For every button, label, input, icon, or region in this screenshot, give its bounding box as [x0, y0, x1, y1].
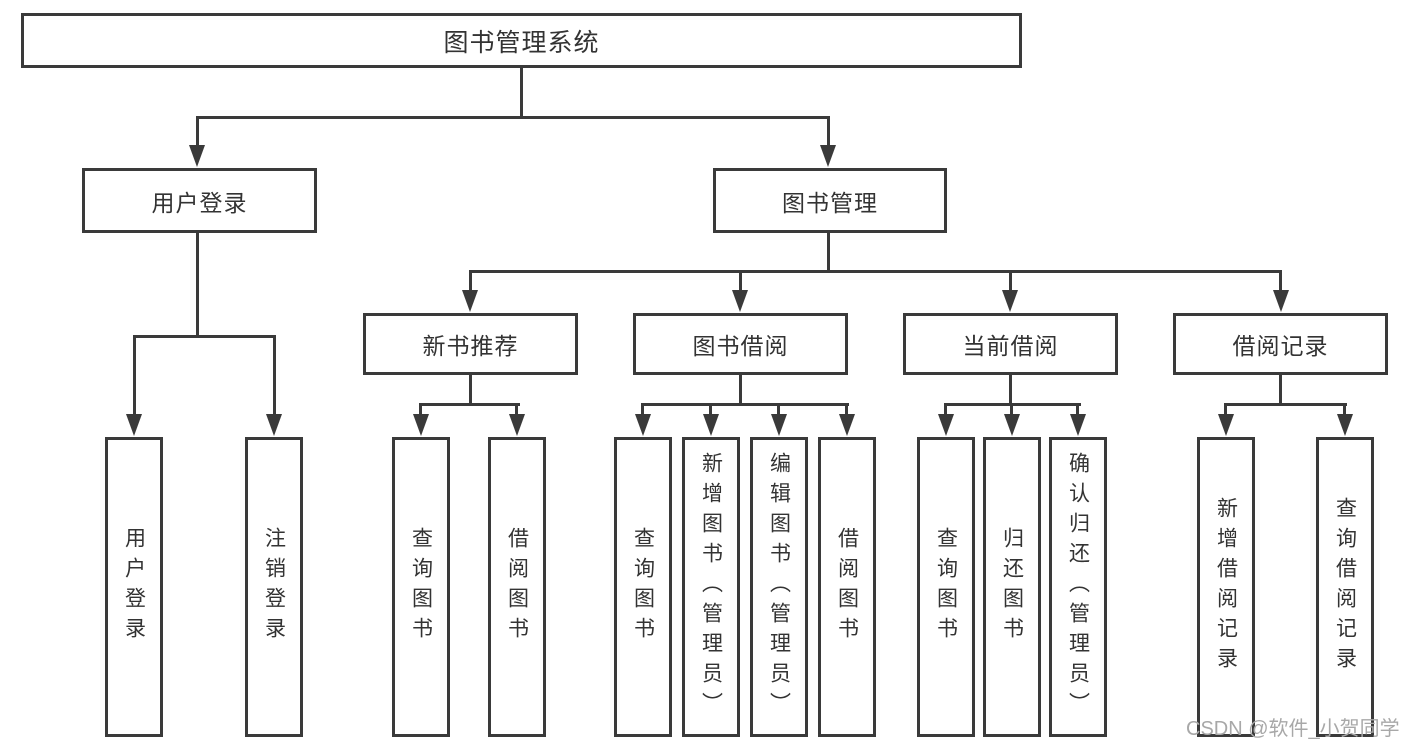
- arrowhead-leaf: [938, 414, 954, 436]
- arrowhead-book-borrow: [732, 290, 748, 312]
- arrowhead-borrow-records: [1273, 290, 1289, 312]
- arrowhead-leaf-login: [126, 414, 142, 436]
- connector-drop-leaf-logout: [273, 335, 276, 415]
- connector-root-span: [196, 116, 830, 119]
- arrowhead-user-login: [189, 145, 205, 167]
- node-book-borrow: 图书借阅: [633, 313, 848, 375]
- leaf-label: 查询图书: [409, 527, 433, 647]
- leaf-nb-borrow-books: 借阅图书: [488, 437, 546, 737]
- connector-stub: [419, 403, 422, 417]
- arrowhead-leaf: [1070, 414, 1086, 436]
- leaf-label: 用户登录: [122, 527, 146, 647]
- connector-user-login-stem: [196, 233, 199, 338]
- connector-borrow-records-span: [1224, 403, 1347, 406]
- connector-level3-span: [469, 270, 1282, 273]
- leaf-cb-return-books: 归还图书: [983, 437, 1041, 737]
- leaf-label: 借阅图书: [835, 527, 859, 647]
- connector-drop-leaf-login: [133, 335, 136, 415]
- arrowhead-leaf: [635, 414, 651, 436]
- node-root: 图书管理系统: [21, 13, 1022, 68]
- connector-drop-new-book: [469, 270, 472, 292]
- leaf-label: 确认归还（管理员）: [1066, 452, 1090, 722]
- arrowhead-book-management: [820, 145, 836, 167]
- leaf-label: 注销登录: [262, 527, 286, 647]
- connector-new-book-span: [419, 403, 520, 406]
- connector-stub: [641, 403, 644, 417]
- connector-stub: [1224, 403, 1227, 417]
- connector-new-book-stem: [469, 375, 472, 406]
- leaf-bb-borrow-books: 借阅图书: [818, 437, 876, 737]
- arrowhead-leaf: [413, 414, 429, 436]
- leaf-label: 查询图书: [631, 527, 655, 647]
- leaf-cb-confirm-return-admin: 确认归还（管理员）: [1049, 437, 1107, 737]
- leaf-bb-query-books: 查询图书: [614, 437, 672, 737]
- node-new-book-recommend: 新书推荐: [363, 313, 578, 375]
- arrowhead-leaf-logout: [266, 414, 282, 436]
- leaf-br-query-record: 查询借阅记录: [1316, 437, 1374, 737]
- connector-drop-current-borrow: [1009, 270, 1012, 292]
- arrowhead-leaf: [703, 414, 719, 436]
- connector-drop-book-borrow: [739, 270, 742, 292]
- connector-stub: [1076, 403, 1079, 417]
- leaf-br-add-record: 新增借阅记录: [1197, 437, 1255, 737]
- connector-root-stem: [520, 68, 523, 118]
- arrowhead-leaf: [771, 414, 787, 436]
- arrowhead-current-borrow: [1002, 290, 1018, 312]
- connector-stub: [1010, 403, 1013, 417]
- connector-drop-book-management: [827, 116, 830, 150]
- connector-stub: [1343, 403, 1346, 417]
- leaf-label: 编辑图书（管理员）: [767, 452, 791, 722]
- node-book-management: 图书管理: [713, 168, 947, 233]
- arrowhead-leaf: [1004, 414, 1020, 436]
- connector-book-management-stem: [827, 233, 830, 273]
- connector-drop-borrow-records: [1279, 270, 1282, 292]
- leaf-bb-add-books-admin: 新增图书（管理员）: [682, 437, 740, 737]
- csdn-watermark: CSDN @软件_小贺同学: [1186, 718, 1400, 740]
- node-user-login: 用户登录: [82, 168, 317, 233]
- node-borrow-records: 借阅记录: [1173, 313, 1388, 375]
- leaf-label: 新增借阅记录: [1214, 497, 1238, 677]
- leaf-label: 查询图书: [934, 527, 958, 647]
- leaf-label: 归还图书: [1000, 527, 1024, 647]
- leaf-logout: 注销登录: [245, 437, 303, 737]
- leaf-nb-query-books: 查询图书: [392, 437, 450, 737]
- connector-stub: [777, 403, 780, 417]
- connector-book-borrow-stem: [739, 375, 742, 406]
- connector-stub: [944, 403, 947, 417]
- leaf-cb-query-books: 查询图书: [917, 437, 975, 737]
- connector-user-login-span: [133, 335, 276, 338]
- connector-drop-user-login: [196, 116, 199, 150]
- leaf-user-login: 用户登录: [105, 437, 163, 737]
- leaf-label: 借阅图书: [505, 527, 529, 647]
- arrowhead-leaf: [509, 414, 525, 436]
- arrowhead-new-book: [462, 290, 478, 312]
- arrowhead-leaf: [1337, 414, 1353, 436]
- connector-stub: [709, 403, 712, 417]
- connector-borrow-records-stem: [1279, 375, 1282, 406]
- leaf-bb-edit-books-admin: 编辑图书（管理员）: [750, 437, 808, 737]
- connector-stub: [845, 403, 848, 417]
- arrowhead-leaf: [839, 414, 855, 436]
- leaf-label: 新增图书（管理员）: [699, 452, 723, 722]
- leaf-label: 查询借阅记录: [1333, 497, 1357, 677]
- connector-current-borrow-stem: [1009, 375, 1012, 406]
- node-current-borrow: 当前借阅: [903, 313, 1118, 375]
- connector-stub: [515, 403, 518, 417]
- connector-book-borrow-span: [641, 403, 849, 406]
- arrowhead-leaf: [1218, 414, 1234, 436]
